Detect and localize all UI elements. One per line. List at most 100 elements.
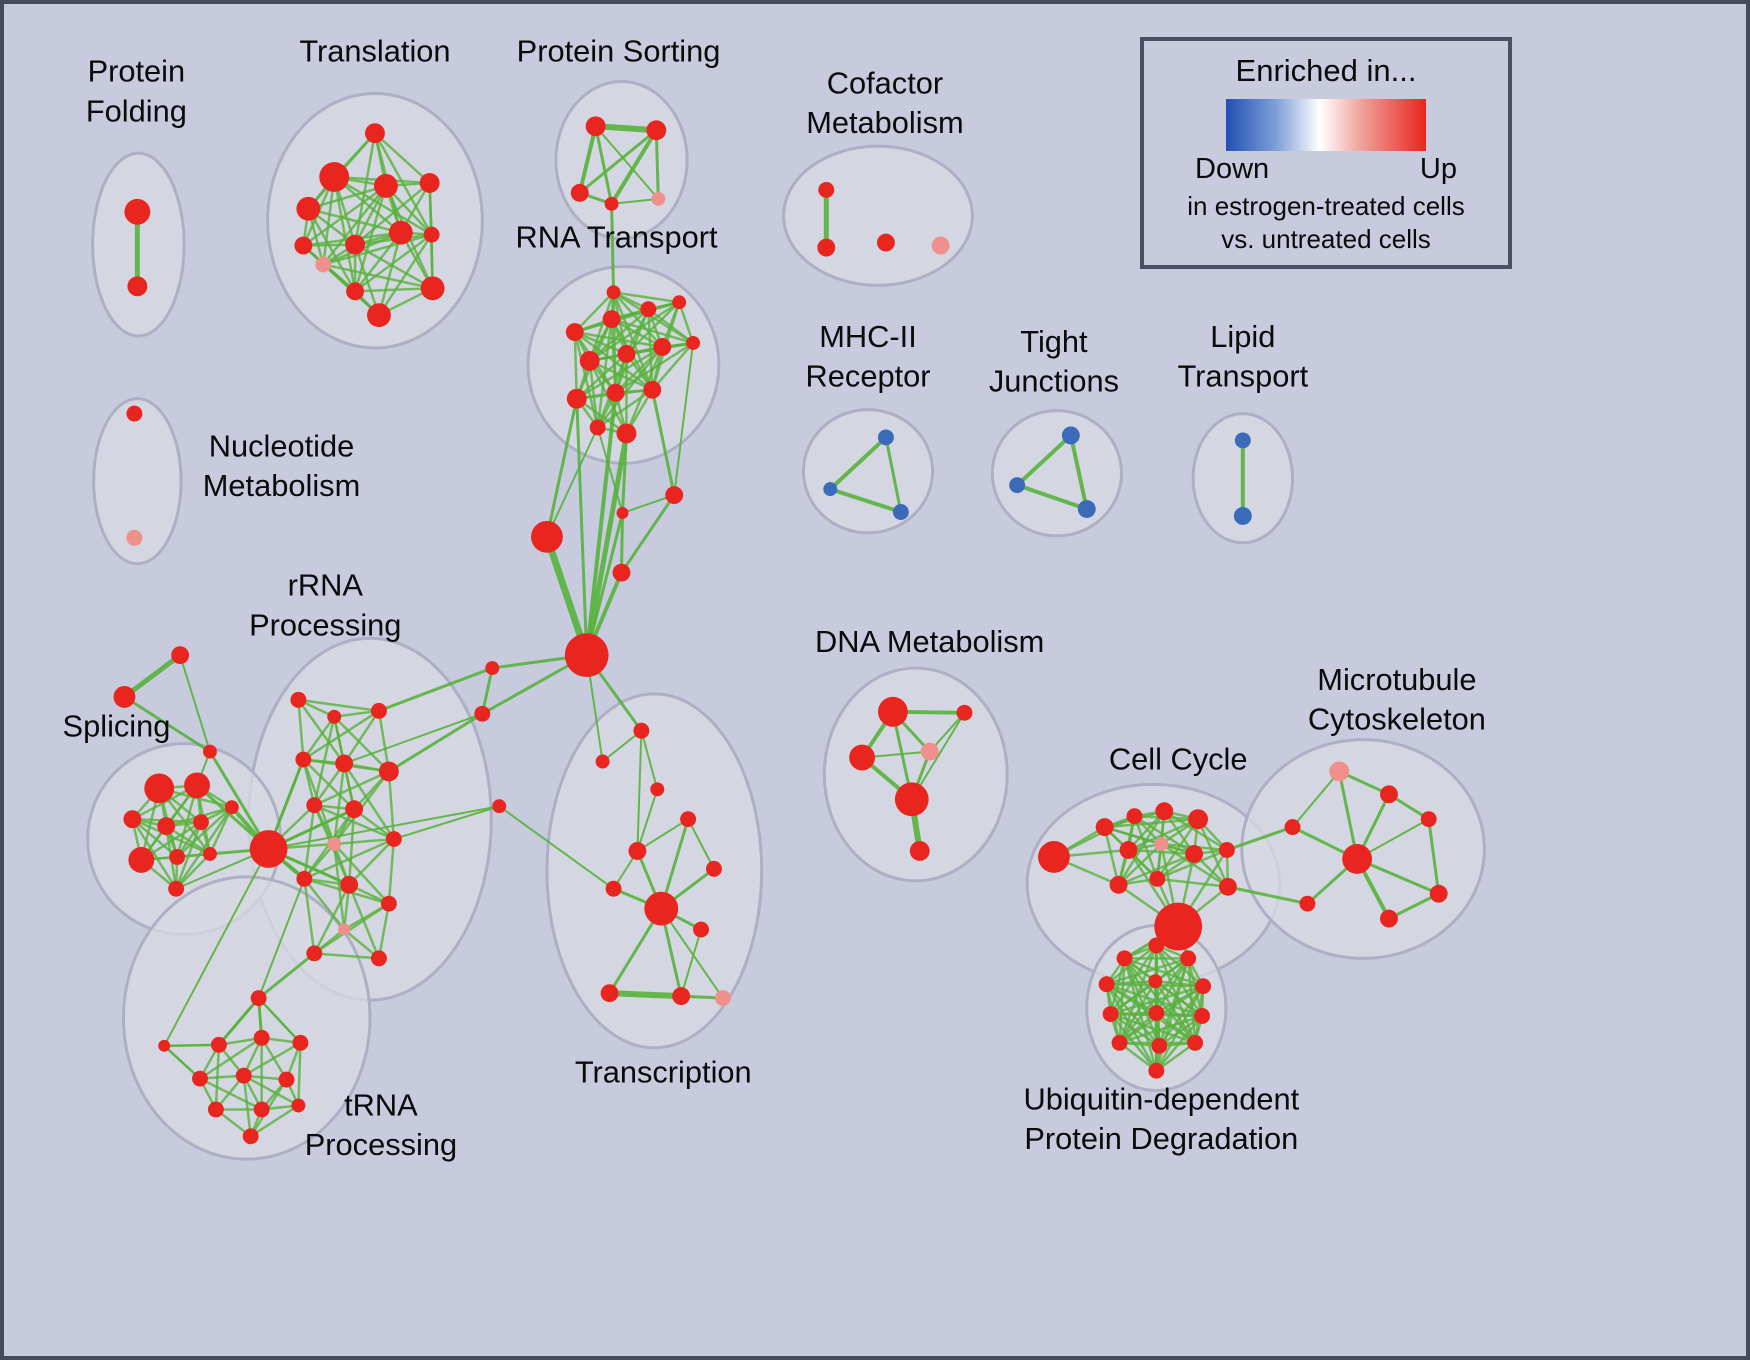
gene-set-node-tr5[interactable] bbox=[419, 173, 440, 193]
gene-set-node-x5[interactable] bbox=[485, 661, 500, 676]
gene-set-node-sp4[interactable] bbox=[157, 817, 176, 836]
gene-set-node-tr2[interactable] bbox=[319, 162, 350, 192]
gene-set-node-cc9[interactable] bbox=[1218, 842, 1235, 858]
gene-set-node-rr15[interactable] bbox=[306, 945, 323, 962]
gene-set-node-rr3[interactable] bbox=[370, 702, 387, 719]
gene-set-node-rrhub[interactable] bbox=[249, 830, 288, 868]
gene-set-node-f2[interactable] bbox=[171, 646, 190, 665]
gene-set-node-ub9[interactable] bbox=[1194, 1008, 1211, 1024]
gene-set-node-rr14[interactable] bbox=[338, 923, 351, 936]
gene-set-node-rt12[interactable] bbox=[643, 380, 662, 399]
gene-set-node-rr12[interactable] bbox=[340, 875, 359, 894]
gene-set-node-mt2[interactable] bbox=[1380, 785, 1398, 804]
gene-set-node-ub6[interactable] bbox=[1195, 978, 1212, 995]
gene-set-node-tc2[interactable] bbox=[595, 754, 610, 769]
gene-set-node-tn5[interactable] bbox=[235, 1067, 252, 1084]
gene-set-node-cc10[interactable] bbox=[1109, 875, 1128, 894]
gene-set-node-sp9[interactable] bbox=[202, 847, 217, 861]
gene-set-node-tn10[interactable] bbox=[242, 1128, 259, 1145]
gene-set-node-mt6[interactable] bbox=[1429, 884, 1448, 903]
gene-set-node-ub2[interactable] bbox=[1116, 950, 1133, 967]
gene-set-node-tc12[interactable] bbox=[714, 990, 731, 1007]
gene-set-node-dm4[interactable] bbox=[920, 742, 939, 761]
gene-set-node-mh2[interactable] bbox=[823, 482, 838, 497]
gene-set-node-sp5[interactable] bbox=[193, 814, 209, 831]
gene-set-node-ub8[interactable] bbox=[1148, 1005, 1165, 1021]
gene-set-node-sp3[interactable] bbox=[123, 810, 142, 829]
gene-set-node-rt5[interactable] bbox=[672, 295, 687, 310]
gene-set-node-tn8[interactable] bbox=[253, 1101, 270, 1118]
gene-set-node-tr1[interactable] bbox=[365, 123, 385, 144]
gene-set-node-rr10[interactable] bbox=[385, 831, 402, 848]
gene-set-node-x6[interactable] bbox=[474, 705, 491, 722]
gene-set-node-rr4[interactable] bbox=[295, 751, 312, 768]
gene-set-node-nu2[interactable] bbox=[126, 529, 143, 546]
gene-set-node-sp10[interactable] bbox=[168, 880, 185, 897]
gene-set-node-cc7[interactable] bbox=[1154, 837, 1169, 851]
gene-set-node-cc1[interactable] bbox=[1038, 841, 1070, 873]
gene-set-node-sp8[interactable] bbox=[169, 849, 186, 865]
gene-set-node-tn2[interactable] bbox=[253, 1029, 270, 1046]
gene-set-node-rr11[interactable] bbox=[296, 870, 313, 887]
gene-set-node-tc7[interactable] bbox=[706, 860, 722, 877]
gene-set-node-x4[interactable] bbox=[612, 563, 631, 582]
gene-set-node-rr6[interactable] bbox=[378, 761, 399, 782]
gene-set-node-rr13[interactable] bbox=[380, 895, 397, 912]
gene-set-node-dm1[interactable] bbox=[877, 696, 908, 727]
gene-set-node-tc5[interactable] bbox=[605, 880, 622, 897]
gene-set-node-ps1[interactable] bbox=[585, 116, 606, 137]
gene-set-node-ub10[interactable] bbox=[1111, 1034, 1128, 1051]
gene-set-node-tn11[interactable] bbox=[158, 1039, 171, 1052]
gene-set-node-tr3[interactable] bbox=[296, 196, 321, 221]
gene-set-node-tn6[interactable] bbox=[278, 1071, 295, 1088]
gene-set-node-rr9[interactable] bbox=[327, 837, 342, 851]
gene-set-node-ub12[interactable] bbox=[1187, 1034, 1204, 1051]
gene-set-node-tn9[interactable] bbox=[291, 1098, 306, 1113]
gene-set-node-tc6[interactable] bbox=[628, 842, 647, 860]
gene-set-node-x7[interactable] bbox=[492, 799, 507, 814]
gene-set-node-ps4[interactable] bbox=[604, 196, 619, 211]
gene-set-node-x2[interactable] bbox=[616, 507, 629, 519]
gene-set-node-pf2[interactable] bbox=[127, 276, 148, 297]
gene-set-node-tc4[interactable] bbox=[680, 811, 697, 828]
gene-set-node-cc4[interactable] bbox=[1155, 802, 1174, 821]
gene-set-node-nu1[interactable] bbox=[126, 405, 143, 422]
gene-set-node-x3[interactable] bbox=[665, 486, 684, 505]
gene-set-node-f1[interactable] bbox=[113, 685, 136, 708]
gene-set-node-ub11[interactable] bbox=[1151, 1037, 1168, 1054]
gene-set-node-mt7[interactable] bbox=[1299, 895, 1316, 912]
gene-set-node-tr7[interactable] bbox=[345, 234, 366, 255]
gene-set-node-tr13[interactable] bbox=[420, 276, 445, 301]
gene-set-node-ub5[interactable] bbox=[1148, 974, 1163, 989]
gene-set-node-tc8[interactable] bbox=[644, 891, 679, 926]
gene-set-node-cc3[interactable] bbox=[1126, 808, 1143, 825]
gene-set-node-tj1[interactable] bbox=[1061, 426, 1080, 445]
gene-set-node-rt9[interactable] bbox=[686, 336, 701, 350]
gene-set-node-tr6[interactable] bbox=[294, 236, 313, 255]
gene-set-node-ub13[interactable] bbox=[1148, 1062, 1165, 1079]
gene-set-node-cf2[interactable] bbox=[817, 238, 836, 257]
gene-set-node-rt4[interactable] bbox=[640, 301, 657, 318]
gene-set-node-tc9[interactable] bbox=[693, 921, 709, 938]
gene-set-node-rt14[interactable] bbox=[616, 423, 637, 444]
gene-set-node-mt1[interactable] bbox=[1329, 761, 1350, 782]
gene-set-node-sp6[interactable] bbox=[224, 800, 239, 815]
gene-set-node-hub[interactable] bbox=[564, 633, 609, 678]
gene-set-node-cf1[interactable] bbox=[818, 181, 835, 198]
gene-set-node-tr9[interactable] bbox=[423, 226, 440, 243]
gene-set-node-dm3[interactable] bbox=[849, 744, 875, 771]
gene-set-node-tn0[interactable] bbox=[250, 990, 267, 1007]
gene-set-node-tn7[interactable] bbox=[207, 1101, 224, 1118]
gene-set-node-mh1[interactable] bbox=[877, 429, 894, 446]
gene-set-node-mt3[interactable] bbox=[1284, 819, 1301, 836]
gene-set-node-tj3[interactable] bbox=[1077, 500, 1096, 518]
gene-set-node-cf4[interactable] bbox=[931, 236, 950, 255]
gene-set-node-tr8[interactable] bbox=[388, 220, 413, 245]
gene-set-node-tn4[interactable] bbox=[192, 1070, 208, 1087]
gene-set-node-rr16[interactable] bbox=[370, 950, 387, 967]
gene-set-node-mt8[interactable] bbox=[1380, 909, 1398, 928]
gene-set-node-rr2[interactable] bbox=[327, 709, 342, 724]
gene-set-node-cc8[interactable] bbox=[1185, 845, 1204, 863]
gene-set-node-rt2[interactable] bbox=[565, 323, 584, 342]
gene-set-node-cc6[interactable] bbox=[1119, 841, 1138, 859]
